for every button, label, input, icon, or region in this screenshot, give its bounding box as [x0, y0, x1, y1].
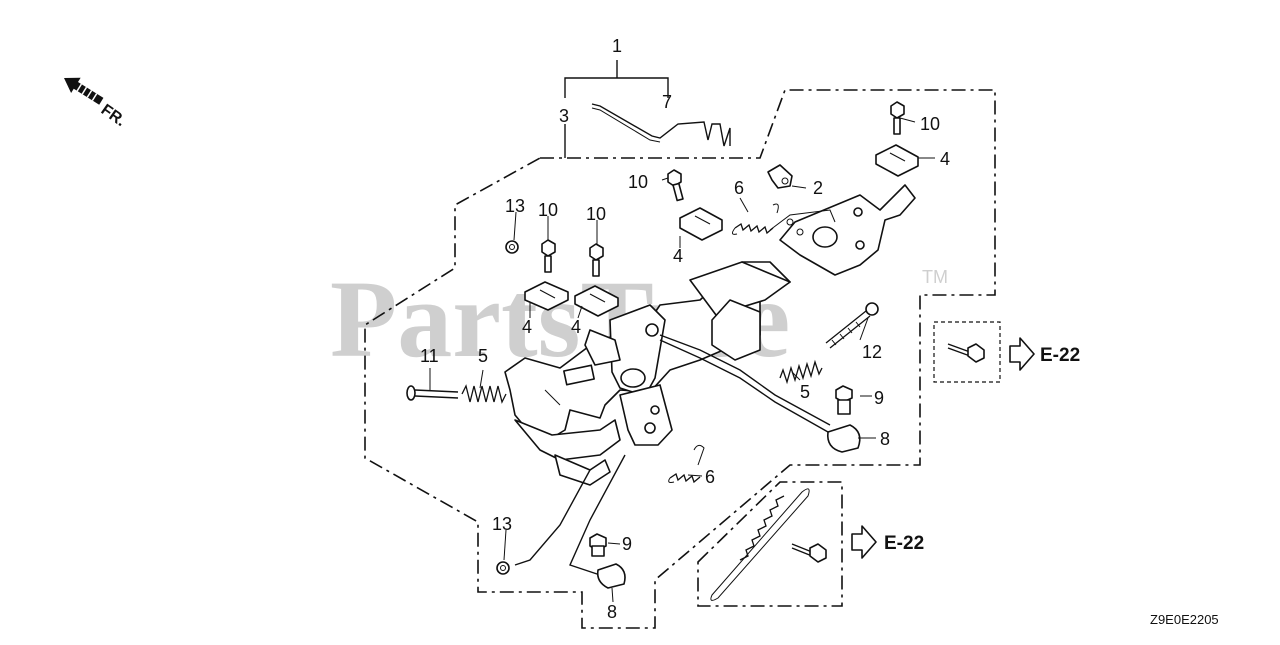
callout-12: 12 — [862, 342, 882, 362]
wire-clip-b — [574, 285, 619, 317]
callout-9-b: 9 — [622, 534, 632, 554]
callout-8-a: 8 — [880, 429, 890, 449]
screw-12 — [825, 302, 879, 349]
callout-10-a: 10 — [628, 172, 648, 192]
diagram-code: Z9E0E2205 — [1150, 612, 1219, 627]
callout-10-b: 10 — [920, 114, 940, 134]
callout-6-b: 6 — [705, 467, 715, 487]
callout-1: 1 — [612, 36, 622, 56]
bolt-10-a — [890, 101, 905, 135]
callout-9-a: 9 — [874, 388, 884, 408]
callout-7: 7 — [662, 92, 672, 112]
leader-lines — [429, 117, 935, 603]
wire-clip-a — [524, 281, 569, 311]
wire-clip-c — [679, 207, 723, 241]
small-joint-part — [767, 164, 793, 189]
reference-button-upper[interactable]: E-22 — [1009, 337, 1080, 371]
callout-13-b: 13 — [492, 514, 512, 534]
cap-8-a — [826, 424, 861, 453]
compression-spring-right — [779, 359, 823, 385]
reference-label-lower[interactable]: E-22 — [884, 533, 924, 554]
control-rod-part — [591, 103, 731, 147]
front-direction-indicator: FR. — [64, 77, 129, 130]
item-1-bracket — [564, 60, 669, 158]
callout-6-a: 6 — [734, 178, 744, 198]
throttle-plate — [769, 184, 916, 276]
callout-2: 2 — [813, 178, 823, 198]
reference-label-upper[interactable]: E-22 — [1040, 345, 1080, 366]
callout-13-a: 13 — [505, 196, 525, 216]
callout-10-d: 10 — [586, 204, 606, 224]
callout-5-a: 5 — [478, 346, 488, 366]
washer-13-a — [505, 240, 519, 254]
compression-spring-left — [461, 384, 507, 404]
watermark-trademark: TM — [922, 267, 948, 287]
wire-clip-d — [875, 144, 919, 177]
reference-box-lower — [697, 481, 843, 607]
reference-box-upper — [933, 321, 1001, 383]
bolt-10-d — [589, 243, 604, 277]
callout-4-d: 4 — [571, 317, 581, 337]
tension-spring-upper — [731, 203, 779, 235]
callout-4-a: 4 — [673, 246, 683, 266]
callout-8-b: 8 — [607, 602, 617, 622]
collar-9-a — [835, 385, 853, 415]
callout-3: 3 — [559, 106, 569, 126]
callout-5-b: 5 — [800, 382, 810, 402]
callout-4-c: 4 — [522, 317, 532, 337]
reference-arrow-icon — [1009, 337, 1035, 371]
screw-11 — [406, 385, 459, 401]
tension-spring-lower — [668, 444, 705, 484]
cap-8-b — [596, 563, 626, 589]
callout-4-b: 4 — [940, 149, 950, 169]
callout-11: 11 — [420, 346, 439, 366]
reference-arrow-icon-lower — [851, 525, 877, 559]
collar-9-b — [589, 533, 607, 557]
extension-spring-icon — [710, 488, 810, 601]
flange-bolt-icon-lower — [791, 543, 827, 563]
callout-10-c: 10 — [538, 200, 558, 220]
control-base-bracket — [504, 261, 791, 486]
assembly-boundary — [364, 89, 996, 629]
reference-button-lower[interactable]: E-22 — [851, 525, 924, 559]
washer-13-b — [496, 561, 510, 575]
control-arm-lever — [514, 334, 831, 576]
bolt-10-b — [667, 169, 684, 202]
flange-bolt-icon — [947, 343, 985, 363]
front-label: FR. — [98, 101, 129, 130]
front-arrow-icon — [64, 77, 104, 105]
